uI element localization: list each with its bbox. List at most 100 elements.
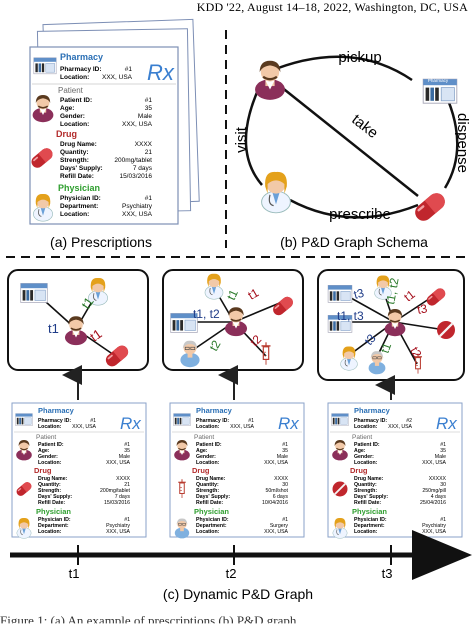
card-location: XXX, USA	[388, 424, 412, 430]
card-refill-date: 10/04/2016	[262, 500, 288, 506]
g3-edge-label-pharmacy2: t1, t3	[337, 309, 364, 323]
card-physician-id: #1	[440, 517, 446, 523]
card-quantity-label: Quantity:	[196, 482, 219, 488]
g2-edge-label-pharmacy: t1, t2	[193, 307, 220, 321]
card-gender-label: Gender:	[196, 454, 216, 460]
card-strength: 250mg/pill	[422, 488, 446, 494]
card-department-label: Department:	[38, 523, 69, 529]
timeline-label-t1: t1	[69, 566, 80, 581]
card-pharmacy-title: Pharmacy	[354, 406, 391, 415]
label-visit: visit	[233, 126, 250, 153]
card-department-label: Department:	[354, 523, 385, 529]
card-physician-title: Physician	[194, 507, 229, 516]
card-patient-title: Patient	[36, 434, 56, 441]
schema-panel: Pharmacy pickup visit take dispense pres…	[233, 49, 471, 250]
card-days-supply: 7 days	[133, 165, 153, 172]
card-refill-date-label: Refill Date:	[38, 500, 65, 506]
card-age-label: Age:	[38, 448, 50, 454]
card-drug-name: XXXX	[116, 476, 130, 482]
card-patient-title: Patient	[194, 434, 214, 441]
card-days-supply-label: Days' Supply:	[354, 494, 388, 500]
schema-physician-icon	[261, 171, 291, 214]
card-age-label: Age:	[354, 448, 366, 454]
card-quantity-label: Quantity:	[60, 149, 89, 156]
card-drug-name-label: Drug Name:	[38, 476, 68, 482]
card-patient-id-label: Patient ID:	[60, 97, 92, 104]
prescription-card: Pharmacy Pharmacy ID: #1 Location: XXX, …	[29, 46, 179, 225]
card-age: 35	[440, 448, 446, 454]
card-patient-location-label: Location:	[60, 121, 89, 128]
edge-take	[279, 85, 419, 197]
card-location-label: Location:	[60, 74, 89, 81]
card-physician-id-label: Physician ID:	[60, 195, 101, 202]
card-patient-location: XXX, USA	[122, 121, 153, 128]
card-department-label: Department:	[196, 523, 227, 529]
card-department-label: Department:	[60, 203, 98, 210]
rx-symbol: Rx	[147, 60, 175, 85]
card-days-supply-label: Days' Supply:	[196, 494, 230, 500]
card-days-supply-label: Days' Supply:	[38, 494, 72, 500]
card-location-label: Location:	[38, 424, 62, 430]
card-drug-title: Drug	[34, 466, 52, 475]
card-pharmacy-id: #1	[90, 418, 96, 424]
card-drug-title: Drug	[350, 466, 368, 475]
card-patient-id: #1	[145, 97, 153, 104]
card-patient-id: #1	[282, 442, 288, 448]
card-drug-title: Drug	[192, 466, 210, 475]
card-patient-id: #1	[440, 442, 446, 448]
card-patient-location: XXX, USA	[422, 460, 446, 466]
g1-edge-label-pharmacy: t1	[48, 321, 59, 336]
card-quantity-label: Quantity:	[354, 482, 377, 488]
card-physician-id-label: Physician ID:	[354, 517, 387, 523]
label-prescribe: prescribe	[329, 206, 391, 223]
card-physician-location: XXX, USA	[264, 529, 288, 535]
card-strength-label: Strength:	[38, 488, 61, 494]
card-patient-location: XXX, USA	[106, 460, 130, 466]
card-drug-name: XXXXX	[429, 476, 447, 482]
card-department: Psychiatry	[422, 523, 446, 529]
card-strength: 50ml/shot	[266, 488, 289, 494]
label-take: take	[348, 111, 381, 142]
g3-edge-label-pharmacy1: t3	[352, 286, 366, 302]
card-drug-name: XXXX	[274, 476, 288, 482]
card-pharmacy-id-label: Pharmacy ID:	[196, 418, 229, 424]
card-drug-name-label: Drug Name:	[354, 476, 384, 482]
card-refill-date: 15/03/2016	[104, 500, 130, 506]
card-age: 35	[124, 448, 130, 454]
card-location: XXX, USA	[102, 74, 133, 81]
card-physician-title: Physician	[36, 507, 71, 516]
card-gender-label: Gender:	[38, 454, 58, 460]
card-refill-date: 25/04/2016	[420, 500, 446, 506]
card-drug-name-label: Drug Name:	[196, 476, 226, 482]
graph-t1: t1 t1 t1	[7, 269, 149, 371]
label-pickup: pickup	[338, 49, 381, 66]
card-pharmacy-title: Pharmacy	[38, 406, 75, 415]
card-strength: 200mg/tablet	[100, 488, 131, 494]
card-strength: 200mg/tablet	[114, 157, 152, 164]
card-patient-title: Patient	[58, 86, 84, 95]
card-gender-label: Gender:	[60, 113, 85, 120]
card-physician-id: #1	[124, 517, 130, 523]
card-patient-id-label: Patient ID:	[354, 442, 380, 448]
card-department: Psychiatry	[122, 203, 153, 210]
dynamic-panel: t1 t1 t1 t1, t2 t1 t2 t1 t2	[7, 269, 472, 602]
card-age-label: Age:	[196, 448, 208, 454]
card-quantity: 21	[145, 149, 153, 156]
card-department: Surgery	[270, 523, 289, 529]
card-pharmacy-id: #1	[248, 418, 254, 424]
card-refill-date: 15/03/2016	[119, 173, 152, 180]
caption-a: (a) Prescriptions	[50, 234, 152, 250]
card-location-label: Location:	[38, 460, 62, 466]
card-patient-id-label: Patient ID:	[38, 442, 64, 448]
card-location-label: Location:	[196, 529, 220, 535]
card-physician-id-label: Physician ID:	[38, 517, 71, 523]
page-header: KDD '22, August 14–18, 2022, Washington,…	[196, 0, 468, 14]
card-location: XXX, USA	[230, 424, 254, 430]
card-physician-location-label: Location:	[60, 211, 89, 218]
card-age: 35	[282, 448, 288, 454]
card-location-label: Location:	[354, 460, 378, 466]
prescriptions-panel: Pharmacy Pharmacy ID: #1 Location: XXX, …	[29, 18, 200, 250]
card-patient-title: Patient	[352, 434, 372, 441]
